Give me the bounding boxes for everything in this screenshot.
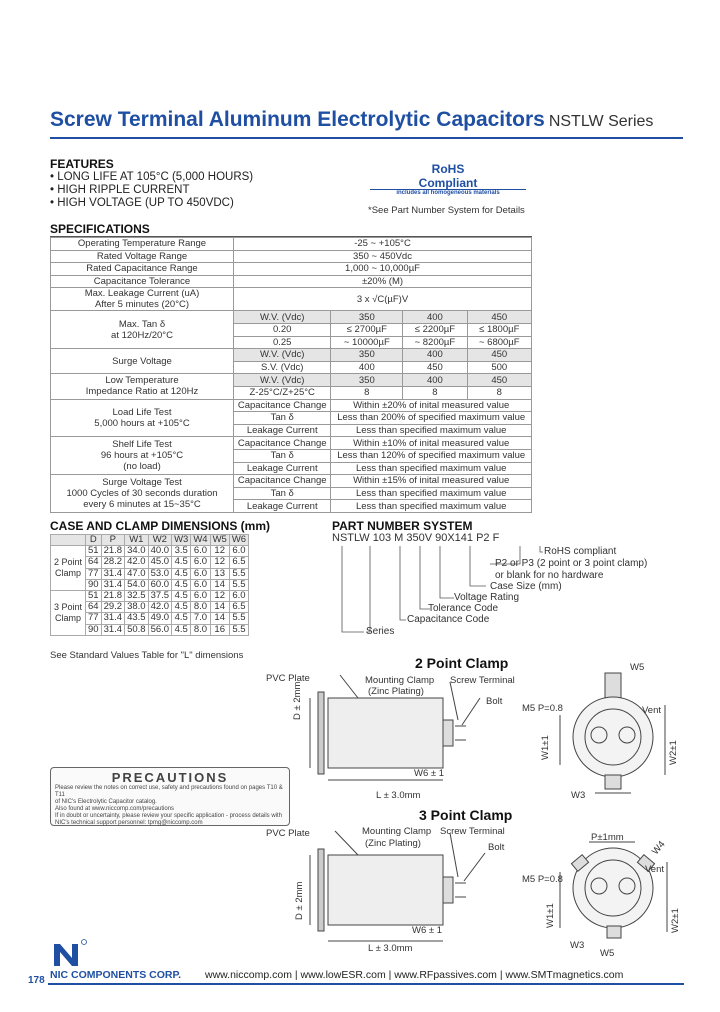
clamp2-w5: W5 <box>630 662 645 673</box>
clamp3-heading: 3 Point Clamp <box>419 807 513 823</box>
clamp2-screw: Screw Terminal <box>450 675 515 686</box>
clamp3-w2: W2±1 <box>670 908 681 933</box>
clamp2-mount2: (Zinc Plating) <box>368 686 424 697</box>
clamp2-heading: 2 Point Clamp <box>415 655 509 671</box>
feature-2: • HIGH RIPPLE CURRENT <box>50 184 190 196</box>
clamp2-w1: W1±1 <box>540 735 551 760</box>
precautions-heading: PRECAUTIONS <box>111 770 229 785</box>
clamp2-top-diagram <box>559 672 666 794</box>
feature-3: • HIGH VOLTAGE (UP TO 450VDC) <box>50 197 234 209</box>
title-rule <box>50 137 683 139</box>
clamp3-w5: W5 <box>600 948 615 959</box>
specifications-rule <box>50 236 532 237</box>
part-number-heading: PART NUMBER SYSTEM <box>332 519 473 533</box>
part-number-code: NSTLW 103 M 350V 90X141 P2 F <box>332 532 500 544</box>
clamp3-w3: W3 <box>570 940 585 951</box>
clamp3-screw: Screw Terminal <box>440 826 505 837</box>
pn-clamp1: P2 or P3 (2 point or 3 point clamp) <box>495 558 648 569</box>
clamp3-side-diagram <box>309 830 486 942</box>
clamp3-pvc: PVC Plate <box>266 828 310 839</box>
precautions-box: PRECAUTIONS Please review the notes on c… <box>50 767 290 826</box>
clamp2-pvc: PVC Plate <box>266 673 310 684</box>
clamp2-w6: W6 ± 1 <box>414 768 445 779</box>
clamp3-top-diagram <box>559 841 668 939</box>
case-note: See Standard Values Table for "L" dimens… <box>50 650 244 661</box>
rohs-line2: Compliant <box>418 176 478 190</box>
pn-rohs: RoHS compliant <box>544 546 617 557</box>
company-name: NIC COMPONENTS CORP. <box>50 969 182 981</box>
clamp3-m5: M5 P=0.8 <box>522 874 563 885</box>
rohs-line1: RoHS <box>431 162 465 176</box>
clamp3-vent: Vent <box>645 864 665 875</box>
case-heading: CASE AND CLAMP DIMENSIONS (mm) <box>50 519 271 533</box>
clamp3-mount2: (Zinc Plating) <box>365 838 421 849</box>
footer-rule <box>48 983 684 985</box>
clamp2-mount1: Mounting Clamp <box>365 675 435 686</box>
pn-case-size: Case Size (mm) <box>490 581 562 592</box>
clamp2-d: D ± 2mm <box>292 681 303 720</box>
clamp2-w2: W2±1 <box>668 740 679 765</box>
nic-logo-icon <box>52 938 88 968</box>
clamp2-vent: Vent <box>642 705 662 716</box>
clamp2-m5: M5 P=0.8 <box>522 703 563 714</box>
specifications-table: Operating Temperature Range-25 ~ +105°C … <box>50 237 533 513</box>
specifications-heading: SPECIFICATIONS <box>50 222 150 236</box>
footer-links[interactable]: www.niccomp.com | www.lowESR.com | www.R… <box>205 969 624 981</box>
page-title: Screw Terminal Aluminum Electrolytic Cap… <box>50 108 654 131</box>
rohs-line3: includes all homogeneous materials <box>370 189 526 196</box>
clamp3-d: D ± 2mm <box>294 881 305 920</box>
series-name: NSTLW Series <box>548 113 654 130</box>
page-number: 178 <box>28 975 45 986</box>
clamp3-bolt: Bolt <box>488 842 505 853</box>
clamp3-l: L ± 3.0mm <box>368 943 413 954</box>
clamp3-w6: W6 ± 1 <box>412 925 443 936</box>
clamp2-bolt: Bolt <box>486 696 503 707</box>
pn-cap: Capacitance Code <box>407 614 490 625</box>
features-heading: FEATURES <box>50 157 114 171</box>
clamp2-l: L ± 3.0mm <box>376 790 421 801</box>
pn-voltage: Voltage Rating <box>454 592 520 603</box>
clamp3-p: P±1mm <box>591 832 624 843</box>
pn-series: Series <box>366 626 395 637</box>
pn-tol: Tolerance Code <box>428 603 499 614</box>
rohs-note: *See Part Number System for Details <box>368 205 525 216</box>
pn-clamp2: or blank for no hardware <box>495 570 604 581</box>
feature-1: • LONG LIFE AT 105°C (5,000 HOURS) <box>50 171 254 183</box>
clamp3-w1: W1±1 <box>545 903 556 928</box>
part-number-leaders <box>341 546 543 633</box>
clamp2-side-diagram <box>309 674 481 781</box>
clamp3-mount1: Mounting Clamp <box>362 826 432 837</box>
clamp2-w3: W3 <box>571 790 586 801</box>
